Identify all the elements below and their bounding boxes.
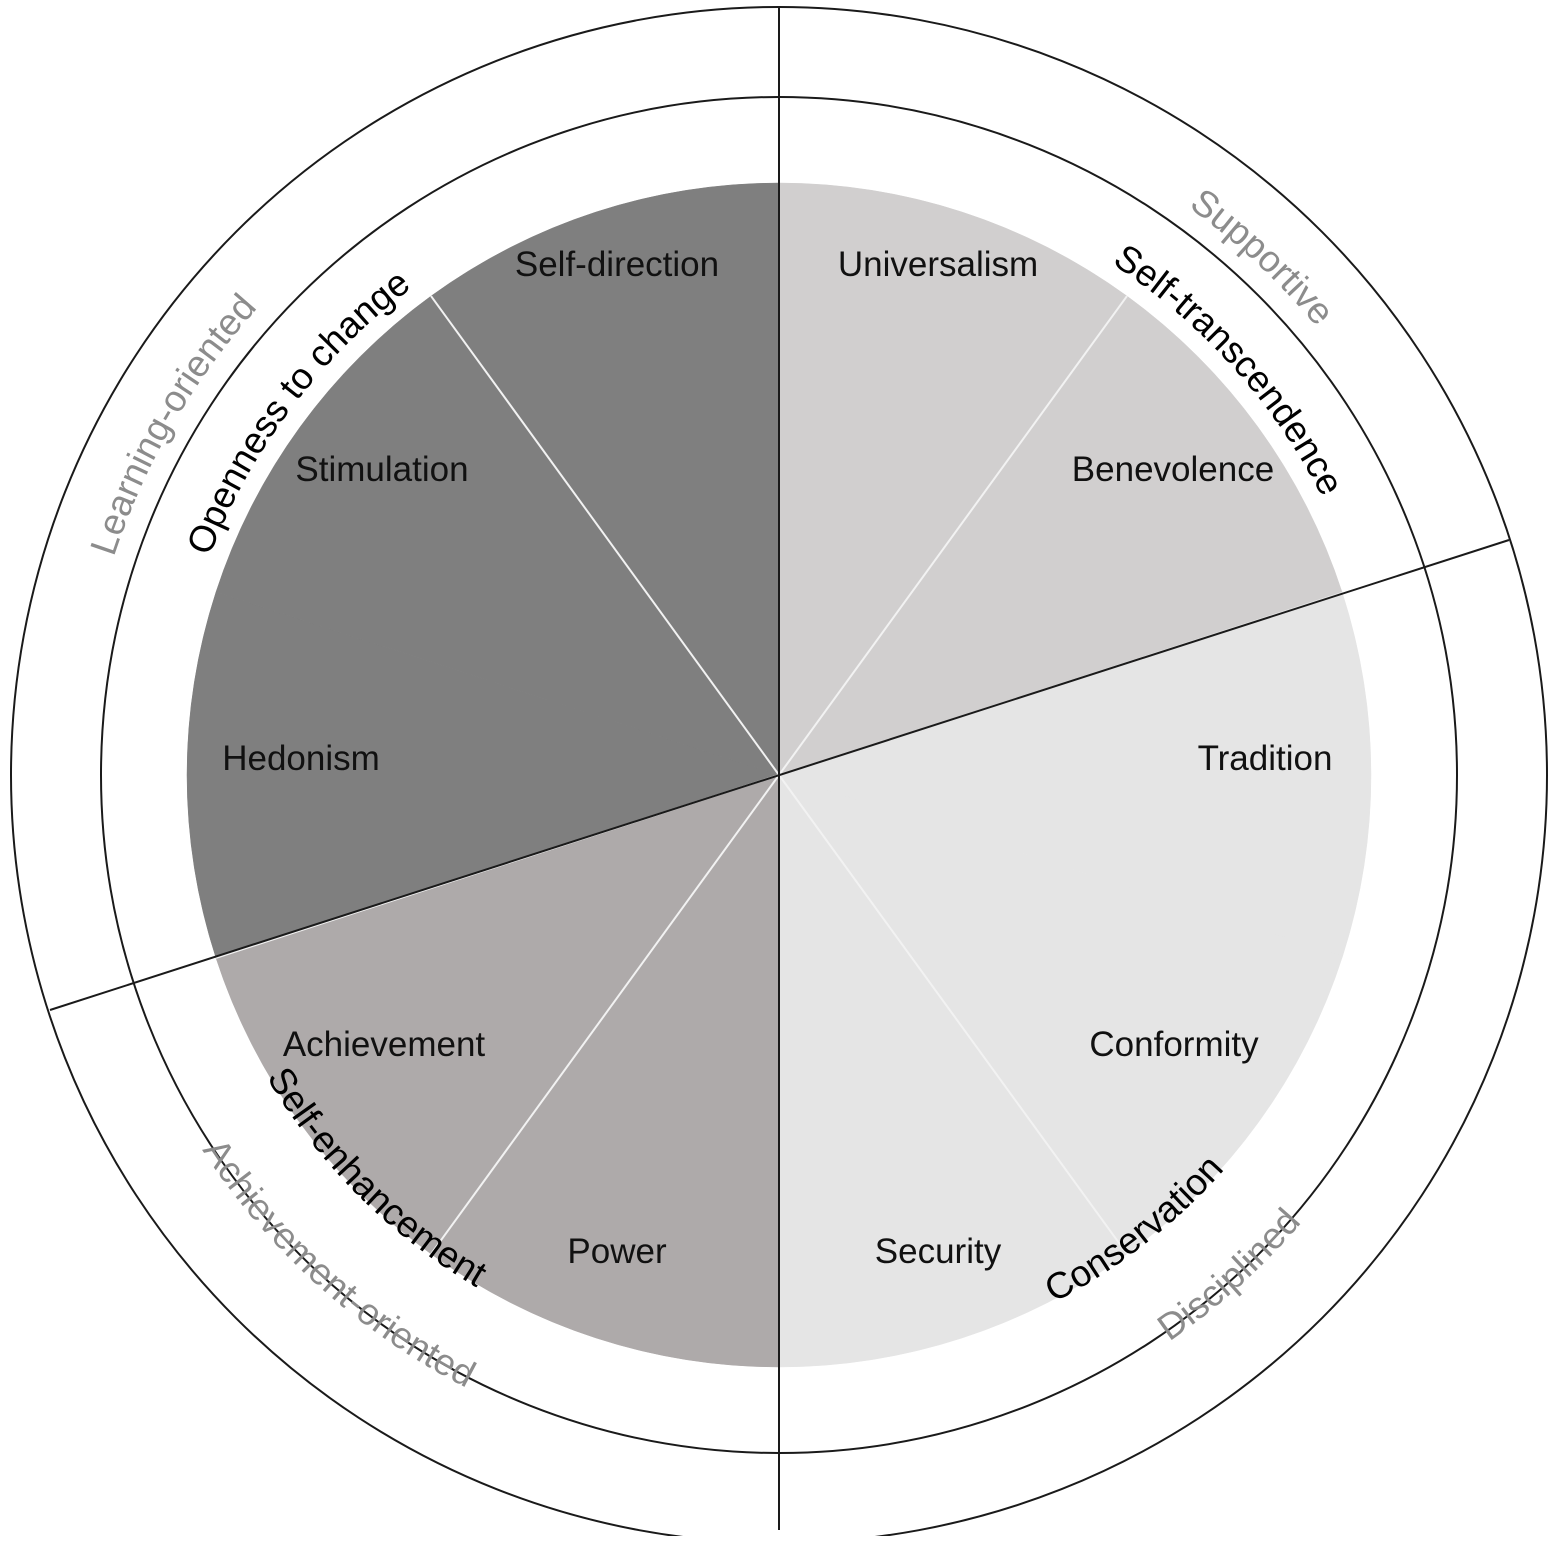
sector-benevolence xyxy=(778,295,1343,776)
value-label-achievement: Achievement xyxy=(283,1025,486,1064)
axes-layer xyxy=(49,7,1510,1530)
value-labels: Self-direction Stimulation Hedonism Achi… xyxy=(222,245,1332,1271)
sector-stimulation xyxy=(215,295,780,776)
diagonal-axis-line xyxy=(49,539,1510,1011)
sector-divider xyxy=(430,295,780,776)
sector-divider xyxy=(778,295,1128,776)
sector-conformity xyxy=(778,774,1343,1255)
value-label-conformity: Conformity xyxy=(1089,1025,1259,1064)
value-label-hedonism: Hedonism xyxy=(222,739,380,778)
sector-hedonism xyxy=(186,591,780,959)
sector-achievement xyxy=(215,774,780,1255)
sector-universalism xyxy=(778,182,1128,776)
value-label-power: Power xyxy=(567,1232,667,1271)
sector-security xyxy=(778,774,1128,1368)
sector-power xyxy=(430,774,780,1368)
sectors-layer xyxy=(186,182,1372,1368)
value-label-universalism: Universalism xyxy=(838,245,1038,284)
sector-self-direction xyxy=(430,182,780,776)
sector-divider xyxy=(778,774,1128,1255)
style-label-learning-oriented: Learning-oriented xyxy=(82,286,263,560)
value-label-self-direction: Self-direction xyxy=(515,245,719,284)
value-label-benevolence: Benevolence xyxy=(1072,450,1274,489)
value-label-stimulation: Stimulation xyxy=(295,450,468,489)
sector-divider xyxy=(430,774,780,1255)
value-label-security: Security xyxy=(875,1232,1002,1271)
value-label-tradition: Tradition xyxy=(1198,739,1333,778)
sector-tradition xyxy=(778,591,1372,957)
